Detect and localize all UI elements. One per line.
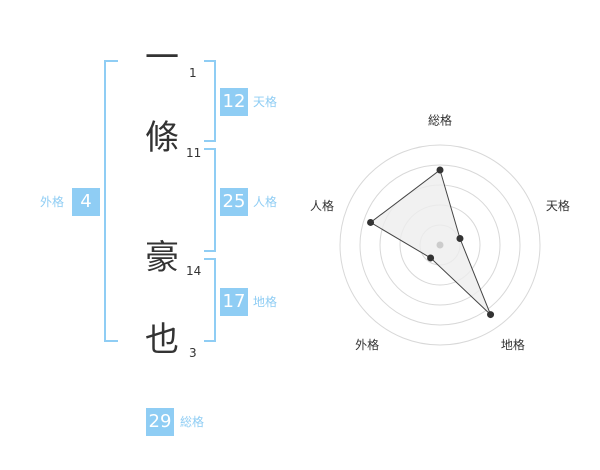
radar-center-dot: [436, 241, 444, 249]
stroke-count-2: 11: [186, 146, 202, 160]
soukaku-label: 総格: [180, 415, 205, 429]
gaikaku-bracket: [104, 60, 118, 342]
radar-axis-label: 天格: [546, 198, 570, 213]
radar-point: [367, 218, 375, 226]
name-char-2: 條: [145, 118, 179, 158]
jinkaku-bracket: [204, 148, 216, 252]
stroke-count-3: 14: [186, 264, 202, 278]
radar-point: [427, 254, 435, 262]
tenkaku-label: 天格: [253, 95, 278, 109]
radar-axis-label: 人格: [310, 198, 334, 213]
soukaku-badge: 29: [146, 408, 174, 436]
tenkaku-badge: 12: [220, 88, 248, 116]
name-char-3: 豪: [145, 238, 179, 278]
radar-point: [487, 311, 495, 319]
radar-point: [456, 235, 464, 243]
radar-ring: [339, 144, 541, 346]
gaikaku-badge: 4: [72, 188, 100, 216]
radar-ring: [359, 164, 521, 326]
chikaku-badge: 17: [220, 288, 248, 316]
gaikaku-label: 外格: [40, 195, 65, 209]
radar-axis-label: 地格: [501, 337, 525, 352]
chikaku-label: 地格: [253, 295, 278, 309]
radar-point: [436, 166, 444, 174]
tenkaku-bracket: [204, 60, 216, 142]
jinkaku-label: 人格: [253, 195, 278, 209]
stroke-count-4: 3: [189, 346, 197, 360]
stroke-count-1: 1: [189, 66, 197, 80]
chikaku-bracket: [204, 258, 216, 342]
name-char-1: 一: [145, 38, 179, 78]
radar-axis-label: 総格: [428, 113, 452, 128]
radar-axis-label: 外格: [355, 337, 379, 352]
radar-area: [369, 169, 492, 315]
jinkaku-badge: 25: [220, 188, 248, 216]
name-char-4: 也: [145, 320, 179, 360]
